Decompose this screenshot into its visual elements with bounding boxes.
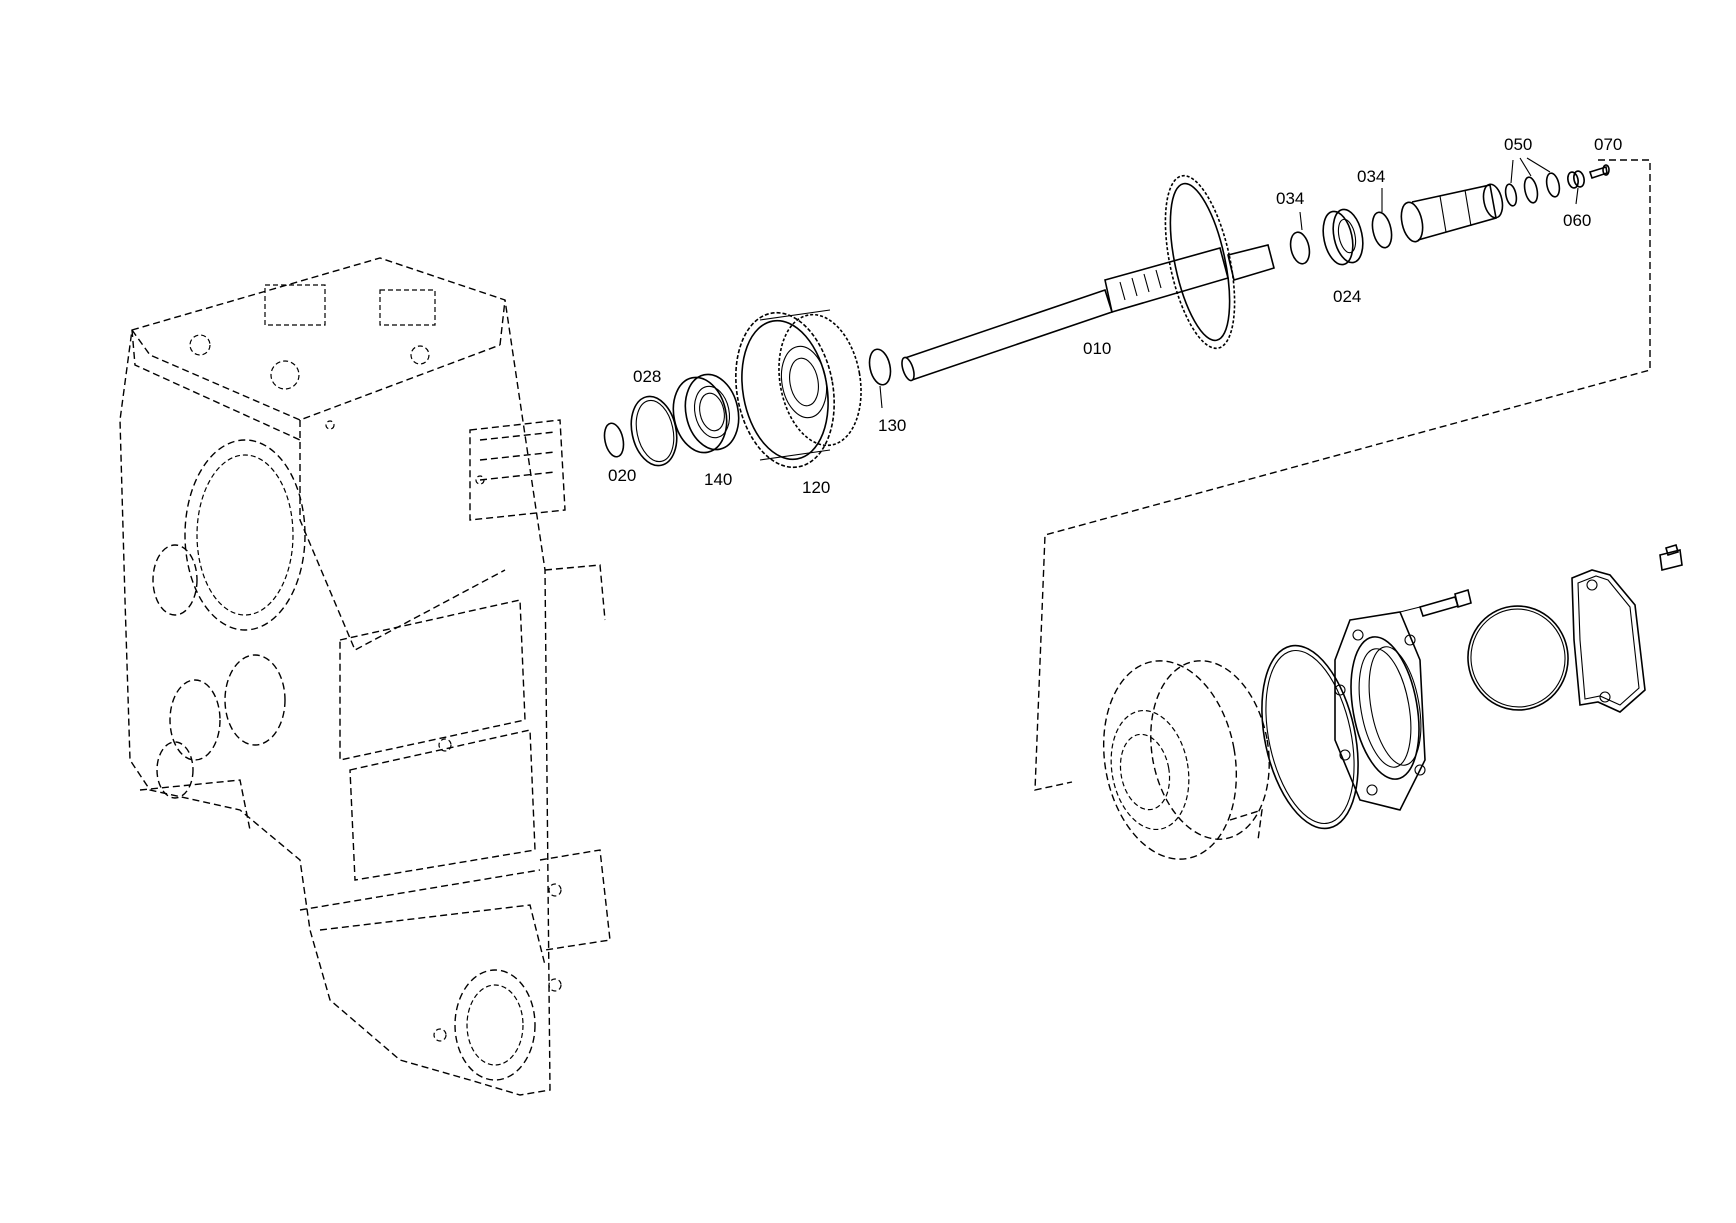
- cover-assembly: [1102, 544, 1683, 860]
- label-024: 024: [1333, 287, 1361, 306]
- part-010-shaft: [901, 174, 1275, 382]
- label-060: 060: [1563, 211, 1591, 230]
- o-ring: [1467, 605, 1569, 711]
- part-140-bearing: [672, 373, 740, 454]
- label-020: 020: [608, 466, 636, 485]
- label-034-right: 034: [1357, 167, 1385, 186]
- cover-plate: [1571, 569, 1646, 713]
- part-024-bearing: [1322, 208, 1364, 266]
- flange-housing: [1334, 611, 1426, 811]
- gearbox-housing: [119, 257, 611, 1096]
- label-050: 050: [1504, 135, 1532, 154]
- part-number-labels: 010 020 024 028 034 034 050 060 070 120 …: [608, 135, 1622, 497]
- label-028: 028: [633, 367, 661, 386]
- part-070-screw: [1588, 164, 1610, 180]
- drive-cover: [1102, 660, 1270, 860]
- seal-ring: [1261, 644, 1359, 830]
- part-034-ring-left: [1289, 231, 1311, 265]
- part-120-gear: [735, 309, 862, 469]
- label-034-left: 034: [1276, 189, 1304, 208]
- part-020-retaining-ring: [603, 422, 625, 458]
- part-050-rings: [1504, 172, 1561, 207]
- part-060-plug: [1567, 170, 1585, 189]
- label-130: 130: [878, 416, 906, 435]
- part-034-ring-right: [1371, 211, 1393, 249]
- bolt-small: [1399, 588, 1472, 617]
- plug-screw: [1659, 544, 1683, 571]
- sleeve: [1400, 183, 1504, 243]
- label-010: 010: [1083, 339, 1111, 358]
- part-130-ring: [868, 348, 892, 386]
- assembly-bracket-upper: [1034, 159, 1651, 791]
- label-120: 120: [802, 478, 830, 497]
- label-140: 140: [704, 470, 732, 489]
- leader-lines: [879, 157, 1579, 409]
- label-070: 070: [1594, 135, 1622, 154]
